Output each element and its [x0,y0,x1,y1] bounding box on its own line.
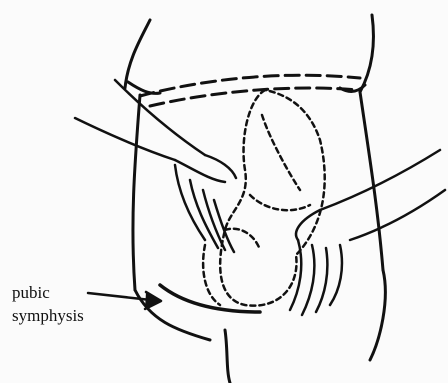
pointer-arrow [88,292,161,309]
waist-band-dashes [140,75,360,106]
uterus-outline [203,90,325,306]
pubic-symphysis-label-line2: symphysis [12,306,84,326]
right-hand [290,150,445,315]
pubic-symphysis-label-line1: pubic [12,283,50,303]
pubic-symphysis-line [160,285,260,312]
